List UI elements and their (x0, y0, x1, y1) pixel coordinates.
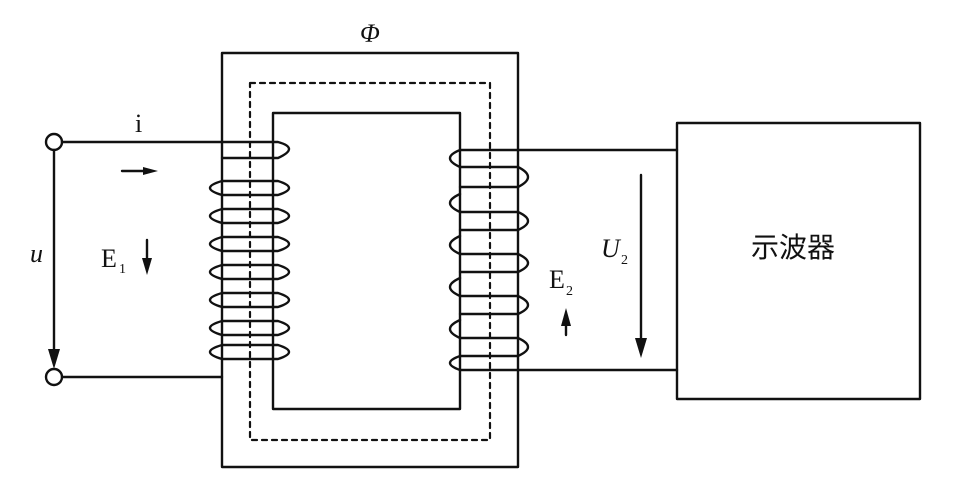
voltage-u-arrowhead (48, 349, 60, 369)
primary-coil (208, 140, 291, 361)
flux-label: Φ (360, 19, 380, 48)
oscilloscope-box (675, 121, 922, 401)
emf1-arrowhead (142, 258, 152, 275)
emf1-subscript: 1 (119, 262, 126, 277)
emf1-label: E (101, 244, 117, 273)
input-terminal-bottom (44, 367, 64, 387)
core-window (271, 111, 462, 411)
voltage-u2-arrowhead (635, 338, 647, 358)
current-arrowhead (143, 167, 158, 175)
voltage-u2-subscript: 2 (621, 253, 628, 268)
current-label: i (135, 109, 142, 138)
input-terminal-top (44, 132, 64, 152)
oscilloscope-label: 示波器 (751, 231, 835, 264)
emf2-subscript: 2 (566, 284, 573, 299)
emf2-arrowhead (561, 308, 571, 326)
core-outer-edge (220, 51, 520, 469)
magnetic-flux-path (248, 81, 492, 442)
voltage-u2-label: U (601, 234, 622, 263)
voltage-u-label: u (30, 239, 43, 268)
secondary-coil (448, 148, 530, 372)
emf2-label: E (549, 265, 565, 294)
